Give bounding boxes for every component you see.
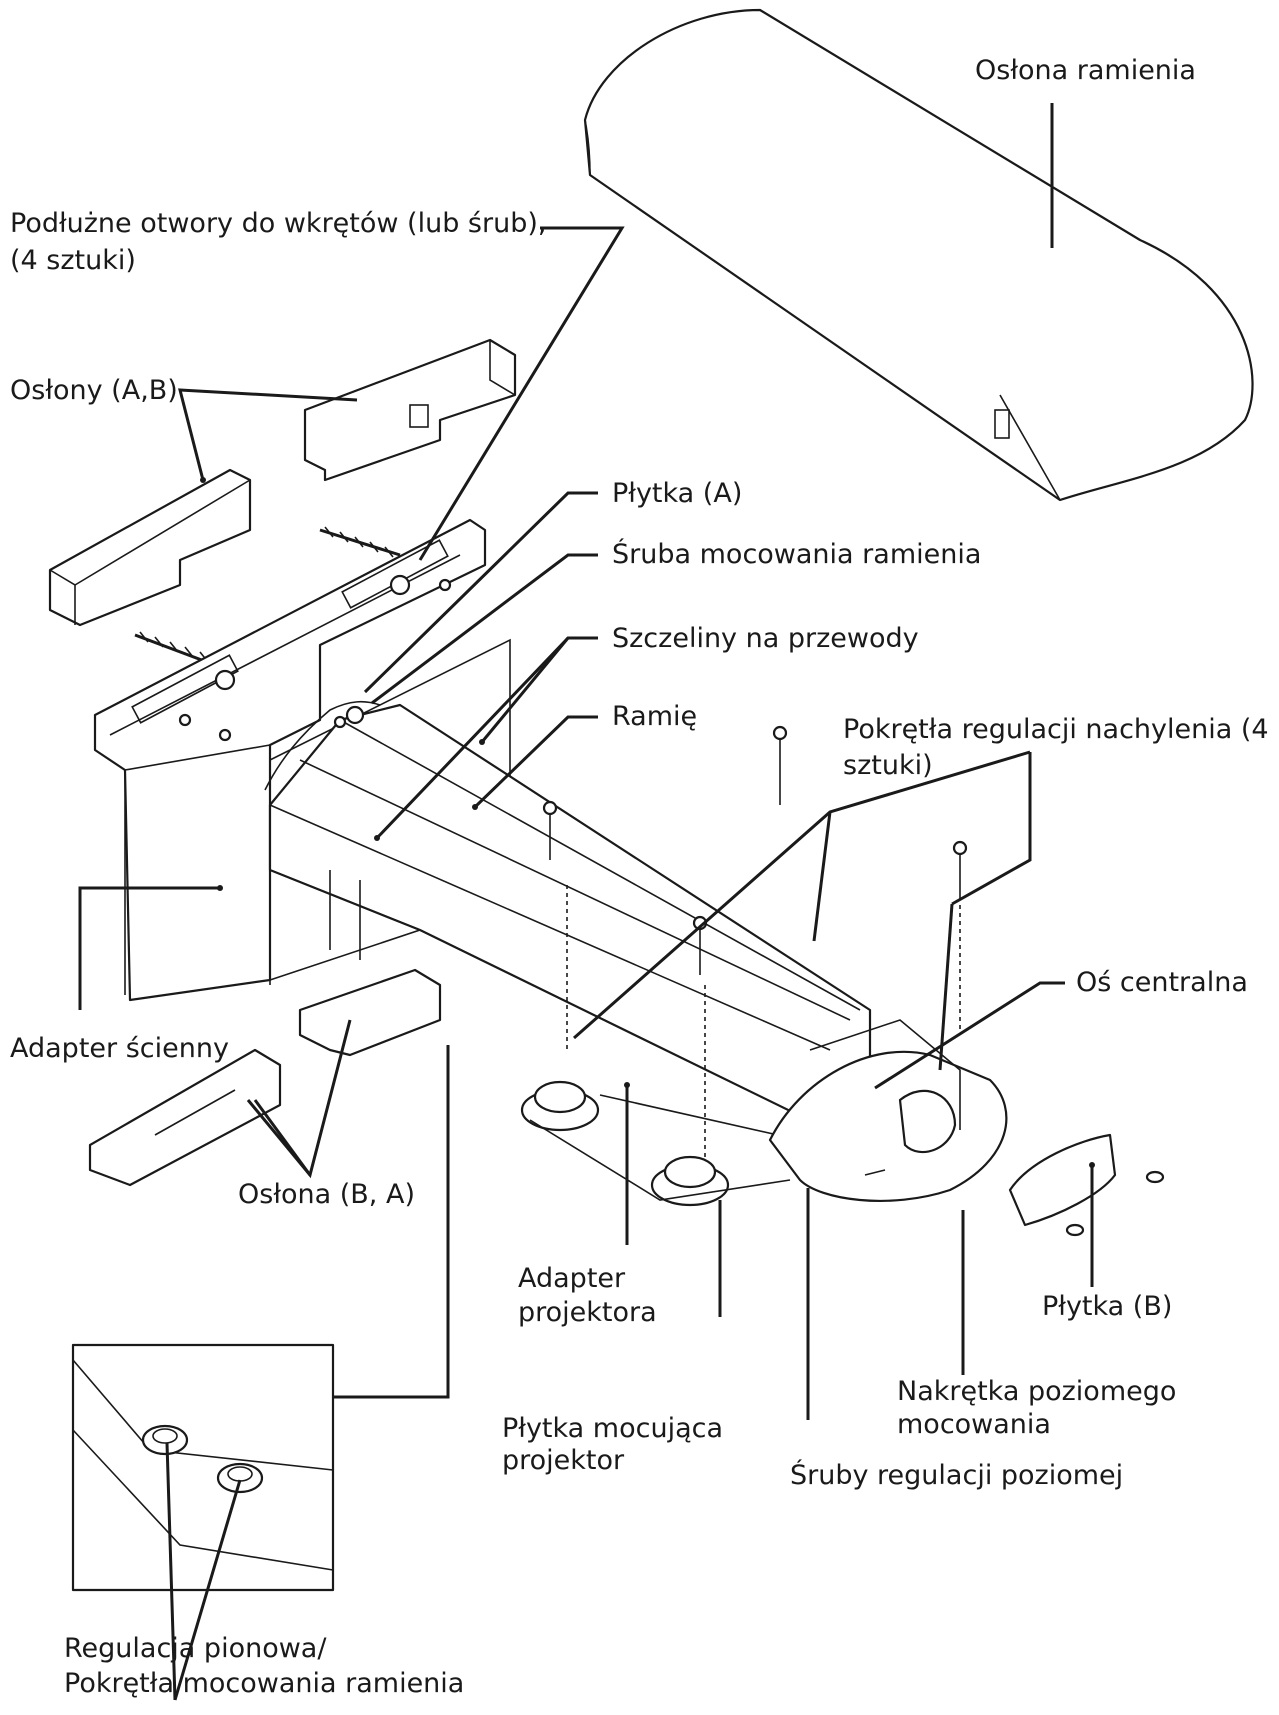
label-mounting-plate-line2: projektor: [502, 1445, 625, 1476]
label-tilt-knobs-line1: Pokrętła regulacji nachylenia (4: [843, 714, 1269, 745]
central-axis-shape: [768, 1019, 1008, 1203]
plate-a-shape: [264, 700, 381, 791]
cover-b-upper: [48, 468, 252, 627]
cover-lower-shape: [88, 968, 442, 1187]
cover-a-upper: [303, 338, 517, 482]
label-projector-adapter-line2: projektora: [518, 1297, 657, 1328]
leader-lines: [78, 103, 1095, 1701]
label-cover-ba: Osłona (B, A): [238, 1179, 415, 1210]
label-plate-b: Płytka (B): [1042, 1291, 1173, 1322]
label-central-axis: Oś centralna: [1076, 967, 1248, 998]
label-covers-ab: Osłony (A,B): [10, 375, 178, 406]
label-vertical-adjust-line1: Regulacja pionowa/: [64, 1633, 327, 1664]
label-mounting-plate-line1: Płytka mocująca: [502, 1413, 724, 1444]
label-horizontal-nut-line1: Nakrętka poziomego: [897, 1376, 1177, 1407]
label-screw-slots-line2: (4 sztuki): [10, 245, 136, 276]
inset-box: [71, 1343, 335, 1592]
label-arm: Ramię: [612, 701, 698, 732]
small-screws: [542, 725, 1165, 1237]
label-horizontal-nut-line2: mocowania: [897, 1409, 1051, 1440]
label-screw-slots-line1: Podłużne otwory do wkrętów (lub śrub),: [10, 208, 547, 239]
label-arm-cover: Osłona ramienia: [975, 55, 1196, 86]
plate-b-shape: [1008, 1133, 1117, 1227]
label-plate-a: Płytka (A): [612, 478, 743, 509]
label-wall-adapter: Adapter ścienny: [10, 1033, 229, 1064]
label-cable-slots: Szczeliny na przewody: [612, 623, 919, 654]
arm-cover-shape: [583, 8, 1254, 502]
label-projector-adapter-line1: Adapter: [518, 1263, 626, 1294]
label-arm-bolt: Śruba mocowania ramienia: [612, 539, 982, 570]
projector-plate-shape: [520, 1080, 801, 1207]
label-horizontal-screws: Śruby regulacji poziomej: [790, 1460, 1124, 1491]
label-vertical-adjust-line2: Pokrętła mocowania ramienia: [64, 1668, 465, 1699]
label-tilt-knobs-line2: sztuki): [843, 750, 933, 781]
wall-adapter-shape: [93, 518, 511, 1002]
